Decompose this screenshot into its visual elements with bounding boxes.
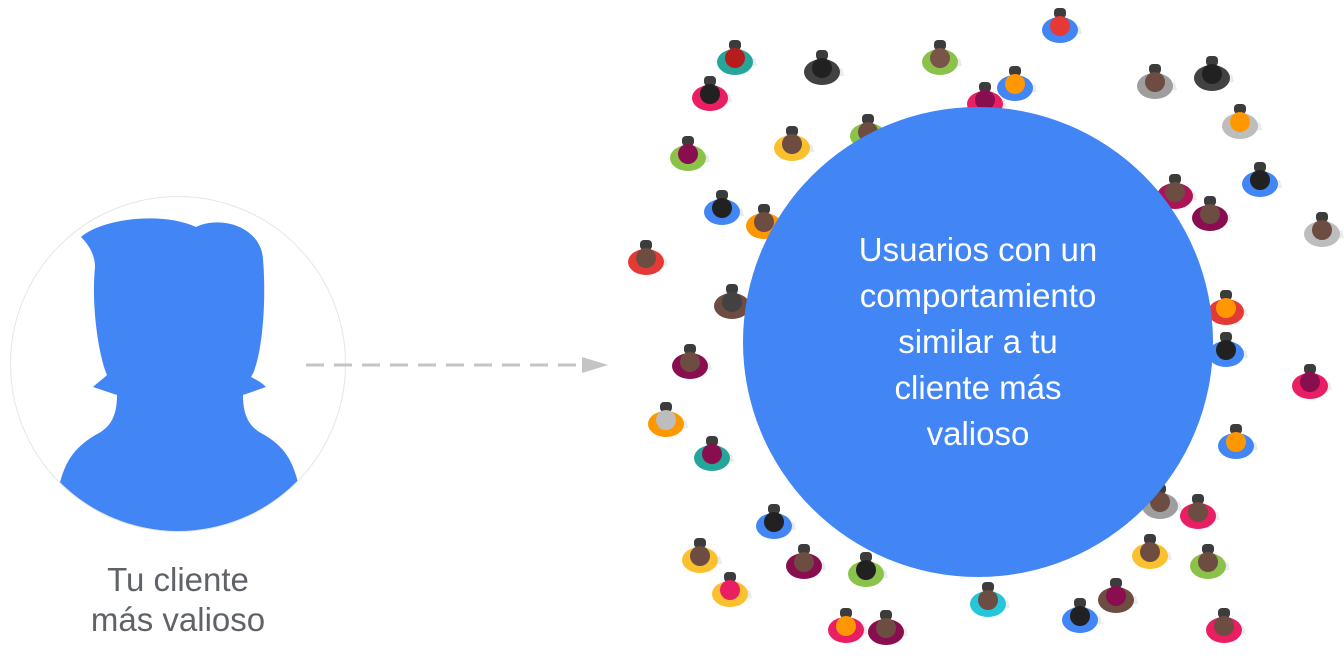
customer-avatar — [10, 196, 346, 532]
lookalike-label-line-3: similar a tu — [898, 323, 1058, 360]
customer-caption-line-1: Tu cliente — [107, 561, 249, 598]
lookalike-label-line-5: valioso — [926, 415, 1030, 452]
lookalike-label-line-1: Usuarios con un — [858, 231, 1098, 268]
lookalike-label-line-2: comportamiento — [859, 277, 1097, 314]
customer-caption: Tu cliente más valioso — [28, 560, 328, 640]
lookalike-users-label: Usuarios con un comportamiento similar a… — [828, 227, 1128, 457]
lookalike-label-line-4: cliente más — [894, 369, 1062, 406]
customer-caption-line-2: más valioso — [90, 601, 266, 638]
lookalike-users-circle: Usuarios con un comportamiento similar a… — [743, 107, 1213, 577]
person-silhouette-icon — [55, 218, 303, 531]
dashed-arrow-right-icon — [306, 357, 608, 373]
